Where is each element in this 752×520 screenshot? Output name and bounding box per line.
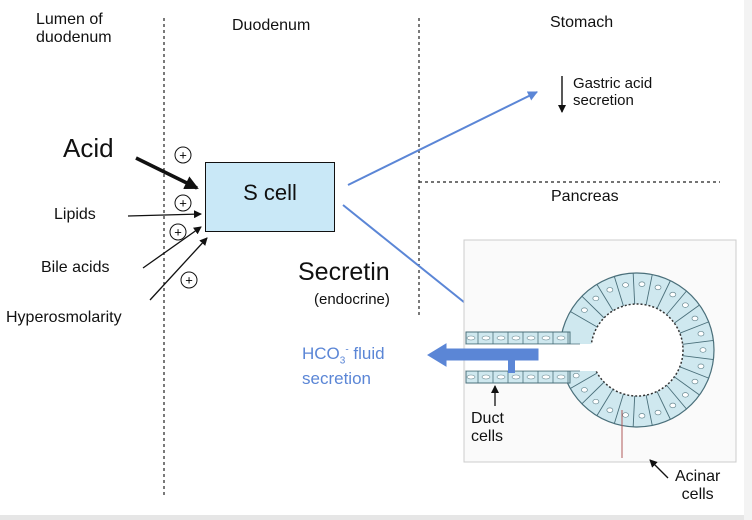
secretin-to-stomach-arrow <box>347 91 538 186</box>
svg-text:+: + <box>179 148 187 163</box>
plus-circle-hyperosmolarity: + <box>180 271 198 289</box>
acinar-cell-wall <box>682 355 714 361</box>
hyperosmolarity-label: Hyperosmolarity <box>6 309 122 326</box>
duct-cell-nucleus <box>526 335 536 341</box>
duct-cell-nucleus <box>466 374 476 380</box>
svg-text:+: + <box>174 225 182 240</box>
duct-cell-nucleus <box>496 335 506 341</box>
secretin-label: Secretin <box>298 258 390 286</box>
acinar-cell-wall <box>674 304 700 324</box>
acinar-cell-nucleus <box>638 413 646 419</box>
acinar-cell-wall <box>679 321 709 334</box>
gastric-acid-label: Gastric acid secretion <box>573 75 653 110</box>
duct-cell-nucleus <box>556 374 566 380</box>
acinar-cell-wall <box>666 290 687 316</box>
acinar-cell-wall <box>679 366 709 379</box>
acinar-cell-nucleus <box>638 281 646 287</box>
acinar-cell-nucleus <box>606 407 614 413</box>
svg-text:+: + <box>179 196 187 211</box>
plus-circle-lipids: + <box>174 194 192 212</box>
acinar-cell-wall <box>682 339 714 345</box>
acinar-cell-wall <box>596 284 614 311</box>
acinar-cell-nucleus <box>581 387 588 393</box>
acinar-cell-nucleus <box>682 302 689 308</box>
s-cell-box: S cell <box>205 162 335 232</box>
duct-cell-nucleus <box>466 335 476 341</box>
plus-circle-acid: + <box>174 146 192 164</box>
stomach-label: Stomach <box>550 14 614 31</box>
acinar-cell-wall <box>645 274 653 306</box>
acinar-cell-wall <box>674 376 700 396</box>
svg-text:+: + <box>185 273 193 288</box>
acinar-cell-nucleus <box>592 295 600 302</box>
acinar-cell-wall <box>613 276 624 307</box>
acinar-cells-label: Acinar cells <box>675 468 721 504</box>
duodenum-label: Duodenum <box>232 17 311 34</box>
duct-cell-nucleus <box>526 374 536 380</box>
acinar-cell-wall <box>581 381 605 405</box>
acinar-cell-wall <box>656 391 671 420</box>
acinar-cell-nucleus <box>691 378 699 385</box>
acinar-cell-wall <box>581 295 605 319</box>
acinar-cell-boundaries <box>570 273 714 427</box>
duct-cell-boundaries <box>466 332 569 383</box>
duct-cell-nucleus <box>541 374 551 380</box>
acinar-cell-nucleus <box>606 287 614 293</box>
acinar-cell-wall <box>596 389 614 416</box>
acinar-cell-nucleus <box>572 372 580 379</box>
acinar-cell-nucleus <box>654 284 662 291</box>
acinar-cell-nucleus <box>699 347 707 353</box>
hyperosmolarity-arrow <box>149 237 208 301</box>
bile-acids-arrow <box>142 226 202 269</box>
duct-cell-nucleus <box>496 374 506 380</box>
bile-acids-label: Bile acids <box>41 259 110 276</box>
acinar-cell-nucleus <box>697 331 705 337</box>
duct-cell-nucleus <box>541 335 551 341</box>
duct-cells-label: Duct cells <box>471 410 504 446</box>
acinar-cell-nucleus <box>669 402 677 409</box>
hco3-secretion-arrow <box>427 343 539 373</box>
lipids-arrow <box>127 210 202 219</box>
acinar-cell-nucleus <box>682 392 689 398</box>
s-cell-label: S cell <box>243 180 297 205</box>
duct-cell-nucleus <box>481 374 491 380</box>
acinar-cell-wall <box>656 280 671 309</box>
acinar-cell-wall <box>666 384 687 410</box>
duct-cell-nucleus <box>511 374 521 380</box>
duct-cell-nucleus <box>511 335 521 341</box>
acinar-cell-nucleus <box>592 398 600 405</box>
acinar-cell-wall <box>613 393 624 424</box>
duct-cell-nucleus <box>556 335 566 341</box>
acinar-cell-wall <box>645 394 653 426</box>
acid-arrow <box>135 156 199 190</box>
acinar-cell-nucleus <box>622 412 629 418</box>
endocrine-label: (endocrine) <box>314 291 390 308</box>
acinar-cells-pointer <box>649 459 669 479</box>
duct-cell-nucleus <box>481 335 491 341</box>
acinar-cell-nucleus <box>622 282 629 288</box>
acinar-cell-wall <box>570 372 598 389</box>
acinar-cell-nucleus <box>669 291 677 298</box>
hco3-fluid-secretion-label: HCO3- fluid secretion <box>302 344 385 388</box>
lumen-label: Lumen of duodenum <box>36 11 112 47</box>
acinar-cell-nucleus <box>581 307 588 313</box>
acinar-cell-nucleus <box>697 363 705 369</box>
acinar-cell-wall <box>570 311 598 328</box>
acinar-cell-wall <box>632 273 636 305</box>
plus-circle-bile-acids: + <box>169 223 187 241</box>
acinar-cell-wall <box>632 395 636 427</box>
acinar-cell-nucleus <box>691 315 699 322</box>
acid-label: Acid <box>63 133 114 163</box>
pancreas-label: Pancreas <box>551 188 619 205</box>
acinar-cell-nucleus <box>654 409 662 416</box>
lipids-label: Lipids <box>54 206 96 223</box>
